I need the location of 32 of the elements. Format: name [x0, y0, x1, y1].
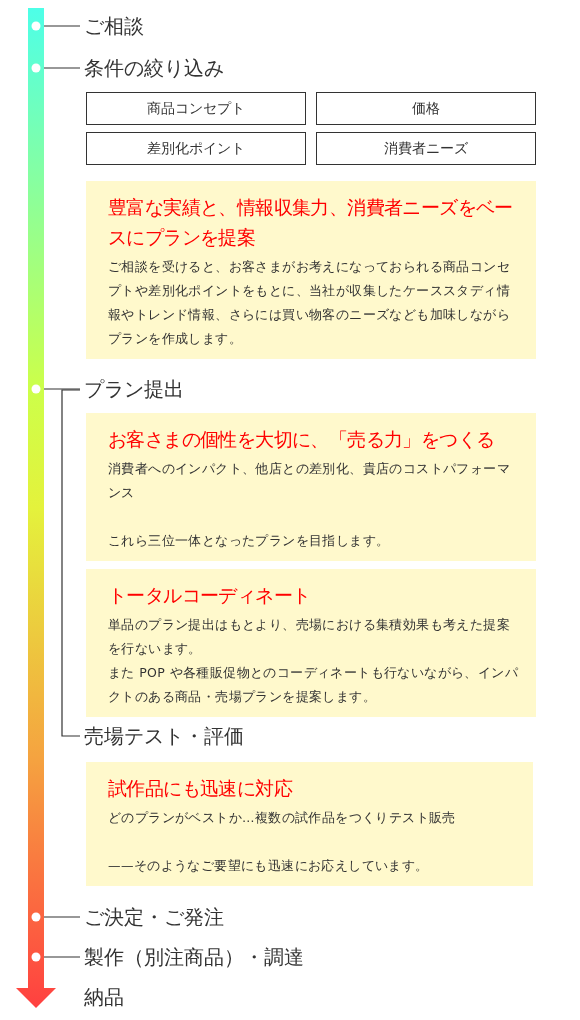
leader-line [43, 67, 81, 69]
condition-box: 消費者ニーズ [316, 132, 536, 165]
leader-line [43, 956, 81, 958]
step-label: 納品 [84, 985, 124, 1009]
info-card [86, 413, 536, 561]
card-heading: お客さまの個性を大切に、「売る力」をつくる [108, 428, 496, 452]
leader-line [61, 389, 81, 737]
leader-line [43, 25, 81, 27]
step-label: 条件の絞り込み [84, 56, 224, 80]
step-label: 売場テスト・評価 [84, 724, 244, 748]
condition-box: 価格 [316, 92, 536, 125]
info-card [86, 762, 533, 886]
card-text: ——そのようなご要望にも迅速にお応えしています。 [108, 857, 430, 875]
info-card [86, 569, 536, 717]
card-text: 消費者へのインパクト、他店との差別化、貴店のコストパフォーマンス [108, 460, 511, 502]
card-heading: 豊富な実績と、情報収集力、消費者ニーズをベースにプランを提案 [108, 196, 514, 250]
step-label: プラン提出 [84, 377, 184, 401]
card-heading: 試作品にも迅速に対応 [108, 777, 294, 801]
leader-line [43, 916, 81, 918]
card-text: また POP や各種販促物とのコーディネートも行ないながら、インパクトのある商品・売場プランを提案します。 [108, 664, 520, 706]
leader-line [43, 388, 81, 390]
step-label: 製作（別注商品）・調達 [84, 945, 304, 969]
card-heading: トータルコーディネート [108, 584, 312, 608]
condition-box: 商品コンセプト [86, 92, 306, 125]
card-text: どのプランがベストか…複数の試作品をつくりテスト販売 [108, 809, 457, 827]
card-text: これら三位一体となったプランを目指します。 [108, 532, 391, 550]
info-card [86, 181, 536, 359]
step-label: ご決定・ご発注 [84, 905, 224, 929]
card-text: ご相談を受けると、お客さまがお考えになっておられる商品コンセプトや差別化ポイントをもとに、当社が収集したケーススタディ情報やトレンド情報、さらには買い物客のニーズなども加味しながらプランを作成します。 [108, 258, 511, 348]
step-label: ご相談 [84, 14, 144, 38]
condition-box: 差別化ポイント [86, 132, 306, 165]
card-text: 単品のプラン提出はもとより、売場における集積効果も考えた提案を行ないます。 [108, 616, 511, 658]
